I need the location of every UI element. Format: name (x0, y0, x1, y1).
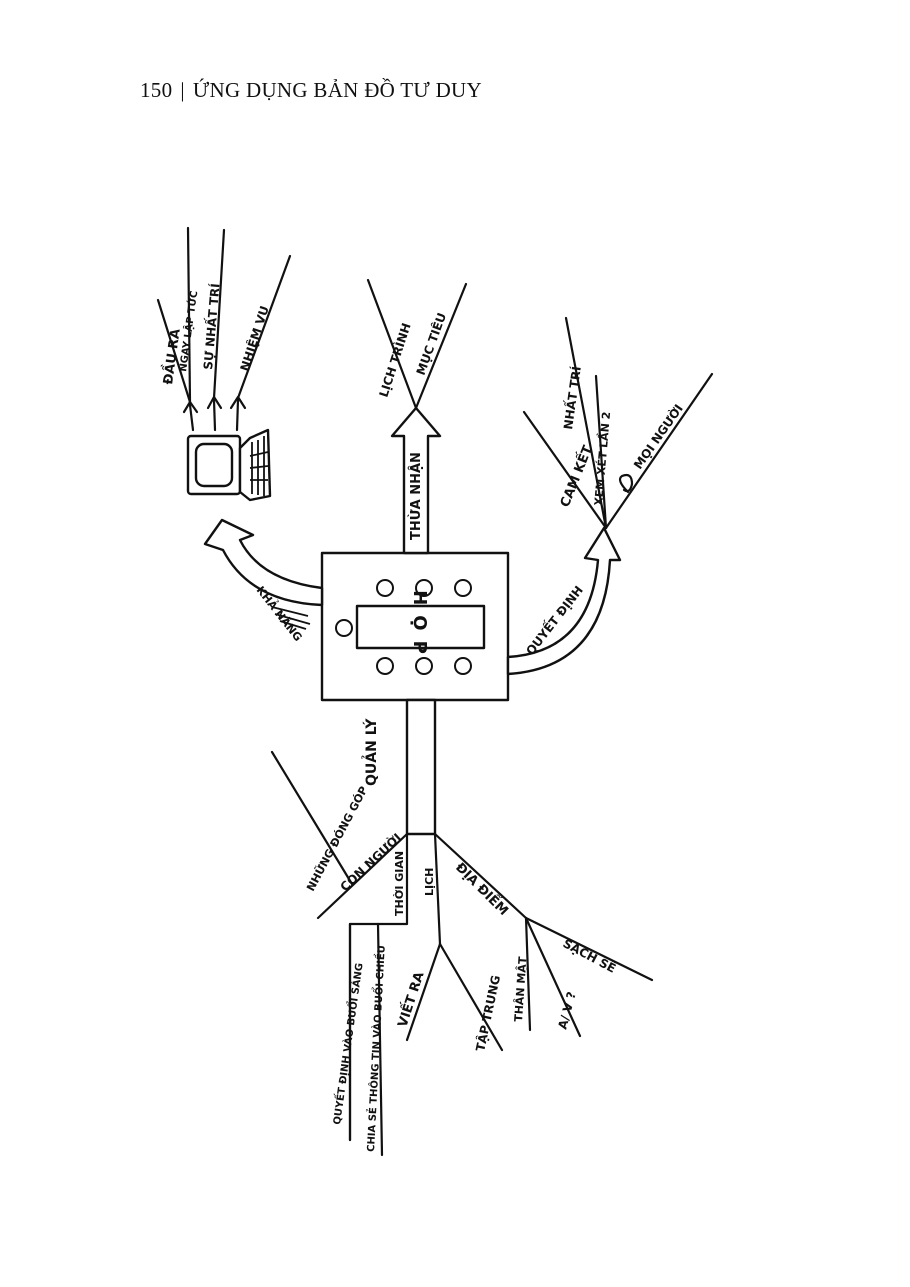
child-chia-se-buoi-chieu: CHIA SẺ THÔNG TIN VÀO BUỔI CHIỀU (362, 945, 388, 1152)
branch-thua-nhan: THỪA NHẬN LỊCH TRÌNH MỤC TIÊU (366, 278, 468, 555)
child-than-mat: THÂN MẬT (512, 956, 530, 1022)
page-title: ỨNG DỤNG BẢN ĐỒ TƯ DUY (192, 78, 482, 102)
child-xem-xet-lan-2: XEM XÉT LẦN 2 (591, 411, 613, 506)
header-separator: | (180, 78, 185, 102)
branch-quyet-dinh: QUYẾT ĐỊNH CAM KẾT NHẤT TRÍ XEM XÉT LẦN … (506, 316, 714, 676)
branch-label: THỪA NHẬN (408, 452, 424, 540)
page-header: 150 | ỨNG DỤNG BẢN ĐỒ TƯ DUY (140, 78, 482, 103)
meeting-table: HỌP (320, 551, 510, 702)
computer-icon (186, 428, 272, 502)
branch-quan-ly: QUẢN LÝ CON NGƯỜI NHỮNG ĐÓNG GÓP THỜI GI… (270, 698, 654, 1157)
ear-icon (618, 473, 634, 494)
child-cam-ket: CAM KẾT (556, 443, 596, 510)
chair-icon (376, 657, 394, 675)
page-number: 150 (140, 78, 173, 102)
table-top (355, 604, 486, 650)
chair-icon (376, 579, 394, 597)
sub-thoi-gian: THỜI GIAN (393, 851, 406, 916)
center-label: HỌP (409, 590, 430, 664)
chair-icon (415, 579, 433, 597)
child-quyet-dinh-buoi-sang: QUYẾT ĐỊNH VÀO BUỔI SÁNG (328, 962, 366, 1126)
branch-label: QUẢN LÝ (361, 718, 380, 786)
child-tap-trung: TẬP TRUNG (472, 974, 503, 1053)
chair-icon (415, 657, 433, 675)
child-moi-nguoi: MỌI NGƯỜI (630, 401, 686, 472)
child-muc-tieu: MỤC TIÊU (413, 311, 449, 377)
child-sach-se: SẠCH SẼ (561, 935, 619, 975)
sub-lich: LỊCH (423, 868, 436, 896)
chair-icon (454, 579, 472, 597)
chair-icon (454, 657, 472, 675)
child-viet-ra: VIẾT RA (394, 970, 428, 1030)
sub-dia-diem: ĐỊA ĐIỂM (452, 858, 513, 919)
child-nhiem-vu: NHIỆM VỤ (237, 304, 272, 373)
chair-icon (335, 619, 353, 637)
branch-kha-nang: KHẢ NĂNG ĐẦU RA NGAY LẬP TỨC SỰ NHẤT (156, 226, 324, 644)
